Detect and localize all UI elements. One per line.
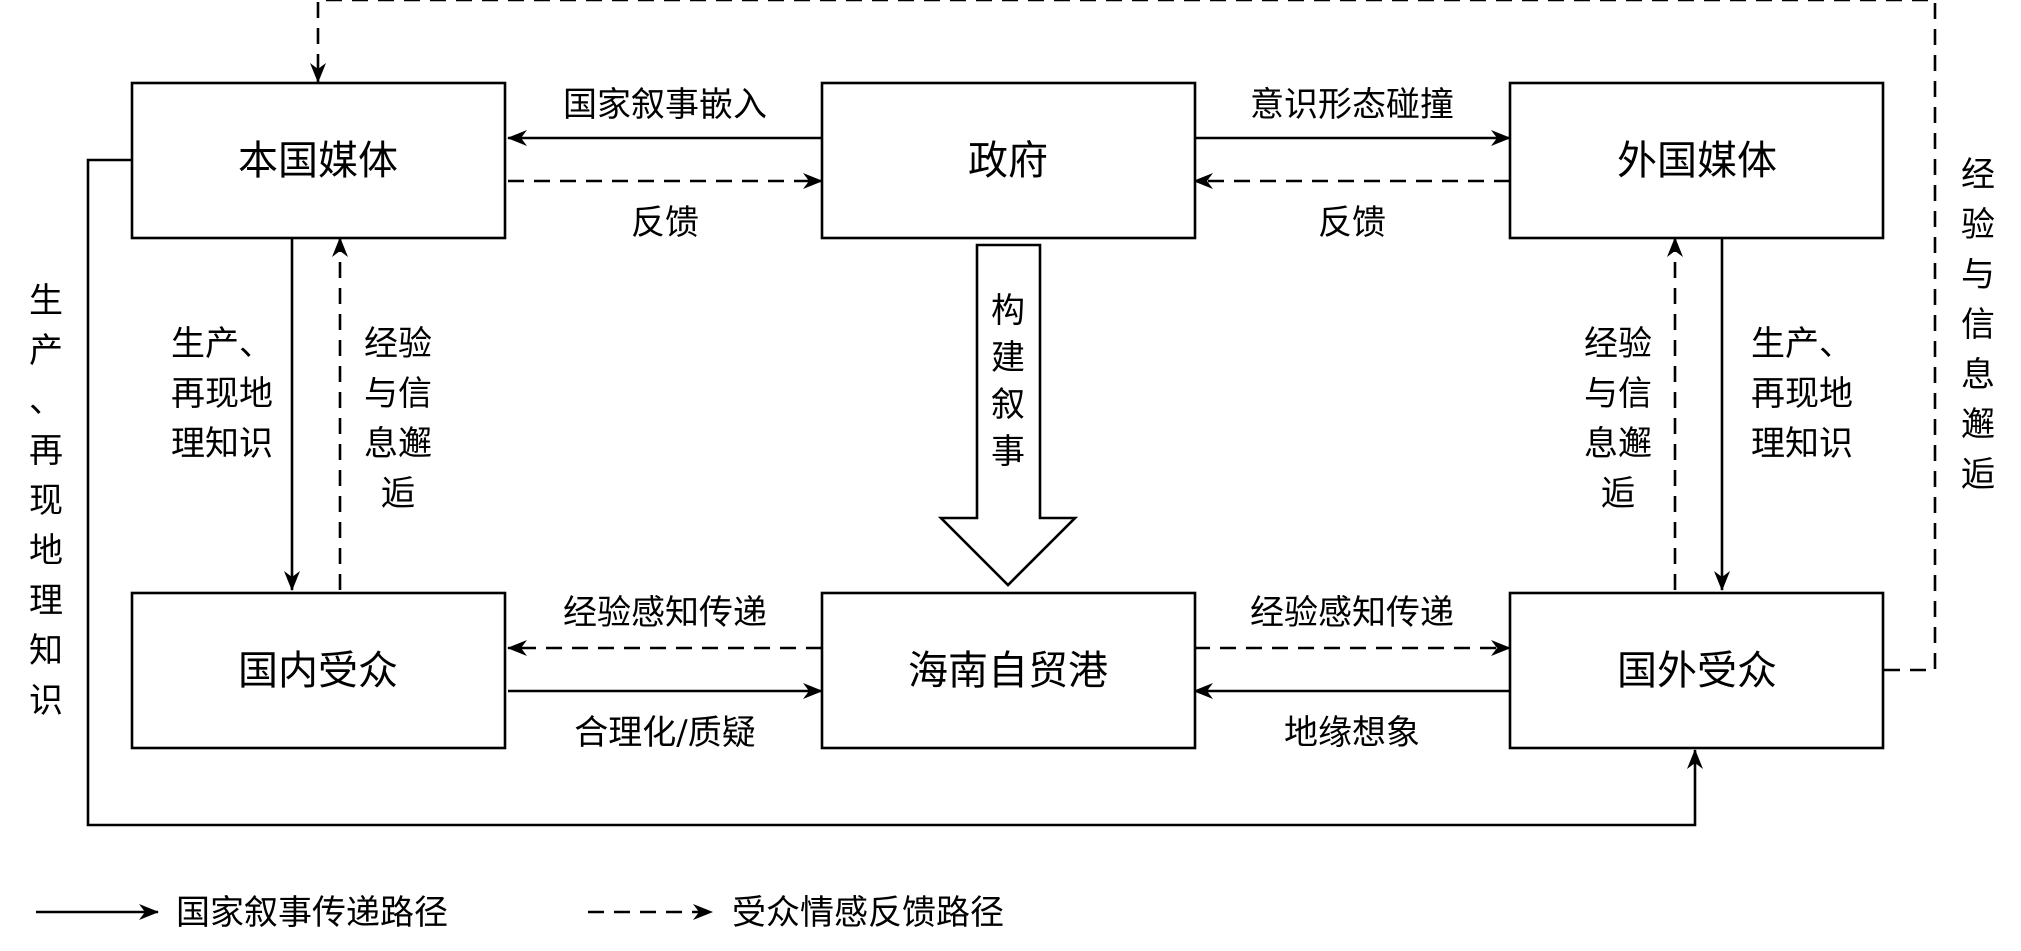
label-experience-right: 经验与信息邂逅 (1584, 324, 1652, 514)
node-hainan-ftp (820, 591, 1197, 750)
label-experience-left: 经验与信息邂逅 (364, 324, 432, 514)
label-ideology-collision: 意识形态碰撞 (1250, 85, 1454, 125)
label-outer-left: 生产、再现地理知识 (29, 281, 63, 721)
label-rationalize: 合理化/质疑 (574, 713, 755, 753)
legend-solid-label: 国家叙事传递路径 (176, 893, 448, 933)
node-foreign-audience (1508, 591, 1885, 750)
outer-feedback-path (310, 0, 1937, 672)
node-hainan-ftp-label: 海南自贸港 (908, 648, 1108, 694)
node-domestic-media-label: 本国媒体 (238, 138, 398, 184)
label-construct-narrative: 构建叙事 (991, 291, 1025, 472)
label-geo-imagination: 地缘想象 (1284, 713, 1420, 753)
legend-dashed-label: 受众情感反馈路径 (732, 893, 1004, 933)
label-perception-right: 经验感知传递 (1250, 593, 1454, 633)
node-government (820, 81, 1197, 240)
label-produce-right: 生产、再现地理知识 (1751, 324, 1853, 464)
label-narrative-embedding: 国家叙事嵌入 (563, 85, 767, 125)
node-domestic-audience (130, 591, 507, 750)
node-domestic-audience-label: 国内受众 (238, 648, 398, 694)
node-government-label: 政府 (968, 138, 1048, 184)
label-outer-right: 经验与信息邂逅 (1961, 155, 1995, 495)
label-perception-left: 经验感知传递 (563, 593, 767, 633)
node-domestic-media (130, 81, 507, 240)
construct-narrative-arrow (937, 243, 1079, 587)
node-foreign-media-label: 外国媒体 (1617, 138, 1777, 184)
label-feedback-right: 反馈 (1318, 203, 1386, 243)
node-foreign-audience-label: 国外受众 (1617, 648, 1777, 694)
label-feedback-left: 反馈 (631, 203, 699, 243)
label-produce-left: 生产、再现地理知识 (171, 324, 273, 464)
outer-production-path (86, 158, 1703, 827)
node-foreign-media (1508, 81, 1885, 240)
